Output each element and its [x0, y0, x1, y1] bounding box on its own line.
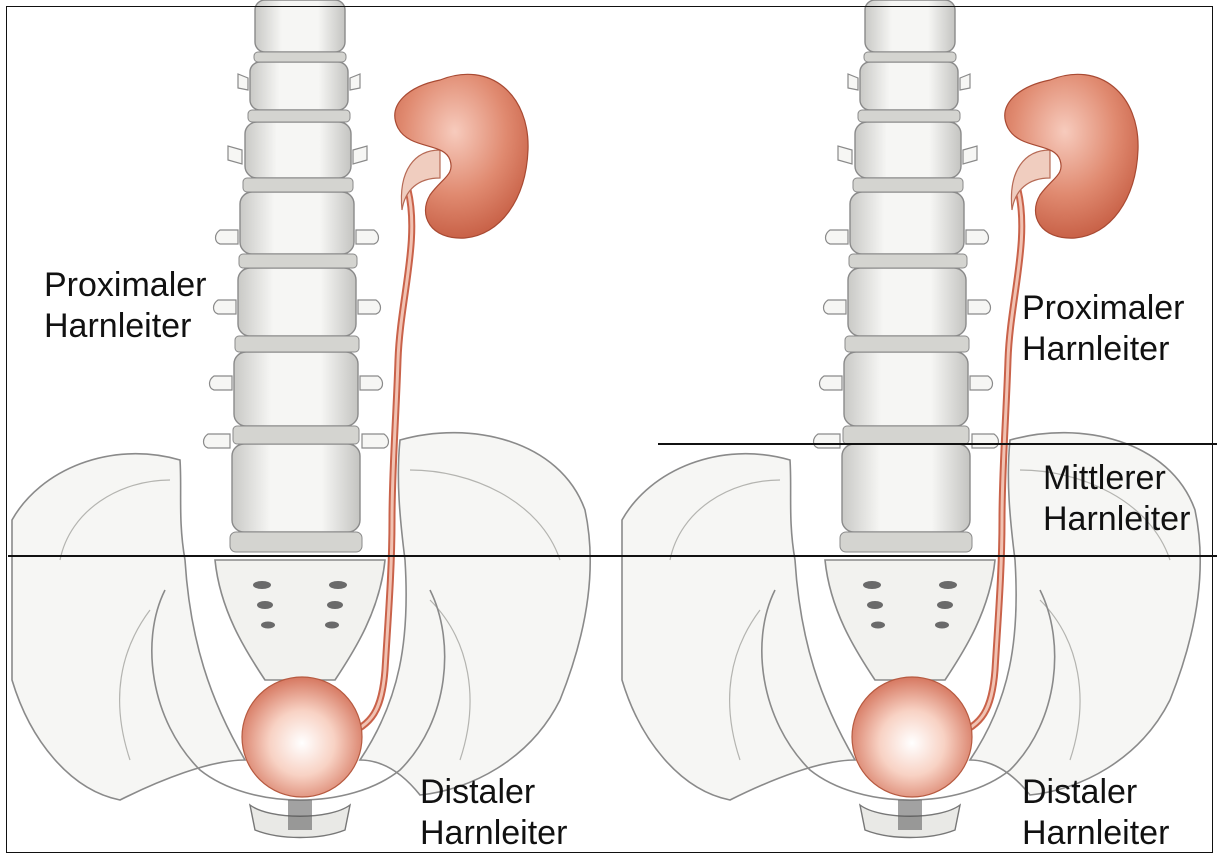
right-middle-label: Mittlerer Harnleiter [1043, 458, 1190, 540]
right-distal-label: Distaler Harnleiter [1022, 772, 1169, 854]
left-distal-line2: Harnleiter [420, 813, 567, 854]
right-proximal-line2: Harnleiter [1022, 329, 1184, 370]
left-proximal-line1: Proximaler [44, 265, 206, 306]
right-proximal-line1: Proximaler [1022, 288, 1184, 329]
right-middle-line2: Harnleiter [1043, 499, 1190, 540]
right-proximal-label: Proximaler Harnleiter [1022, 288, 1184, 370]
right-middle-line1: Mittlerer [1043, 458, 1190, 499]
left-distal-line1: Distaler [420, 772, 567, 813]
left-anatomy-drawing [12, 0, 590, 838]
right-distal-line1: Distaler [1022, 772, 1169, 813]
left-proximal-label: Proximaler Harnleiter [44, 265, 206, 347]
right-distal-line2: Harnleiter [1022, 813, 1169, 854]
left-distal-label: Distaler Harnleiter [420, 772, 567, 854]
left-proximal-line2: Harnleiter [44, 306, 206, 347]
right-anatomy-drawing [622, 0, 1200, 838]
